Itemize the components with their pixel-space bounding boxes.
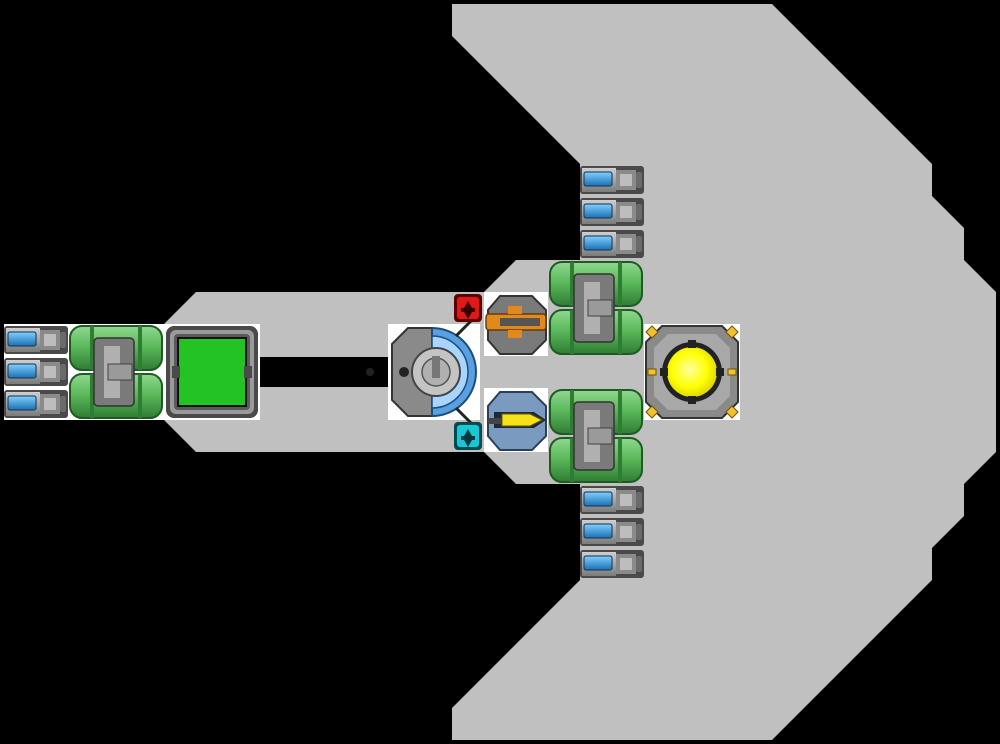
thruster-icon xyxy=(583,235,613,251)
thruster-module[interactable] xyxy=(580,550,644,578)
thruster-icon xyxy=(7,331,37,347)
cyan-marker[interactable] xyxy=(454,422,482,450)
thruster-icon xyxy=(583,555,613,571)
shield-generator-module[interactable] xyxy=(366,318,477,426)
thruster-icon xyxy=(7,395,37,411)
thruster-module[interactable] xyxy=(580,486,644,514)
thruster-icon xyxy=(583,203,613,219)
thruster-icon xyxy=(583,491,613,507)
thruster-module[interactable] xyxy=(580,230,644,258)
thruster-module[interactable] xyxy=(4,358,68,386)
thruster-module[interactable] xyxy=(580,198,644,226)
reactor-module[interactable] xyxy=(645,325,739,419)
cockpit-module[interactable] xyxy=(166,326,258,418)
main-hull xyxy=(164,4,996,740)
laser-turret-module[interactable] xyxy=(485,295,547,355)
fuel-tank-module[interactable] xyxy=(549,261,643,355)
missile-launcher-module[interactable] xyxy=(487,391,547,451)
red-marker[interactable] xyxy=(454,294,482,322)
ship-hull xyxy=(164,4,996,740)
red-marker-icon xyxy=(461,301,475,319)
thruster-group xyxy=(4,166,644,578)
thruster-icon xyxy=(583,523,613,539)
thruster-module[interactable] xyxy=(580,518,644,546)
cockpit-icon xyxy=(177,337,247,407)
thruster-module[interactable] xyxy=(580,166,644,194)
thruster-icon xyxy=(583,171,613,187)
fuel-tank-group xyxy=(69,261,643,483)
thruster-module[interactable] xyxy=(4,390,68,418)
fuel-tank-module[interactable] xyxy=(549,389,643,483)
cyan-marker-icon xyxy=(461,429,475,447)
reactor-icon xyxy=(667,347,717,397)
fuel-tank-module[interactable] xyxy=(69,325,163,419)
thruster-module[interactable] xyxy=(4,326,68,354)
thruster-icon xyxy=(7,363,37,379)
